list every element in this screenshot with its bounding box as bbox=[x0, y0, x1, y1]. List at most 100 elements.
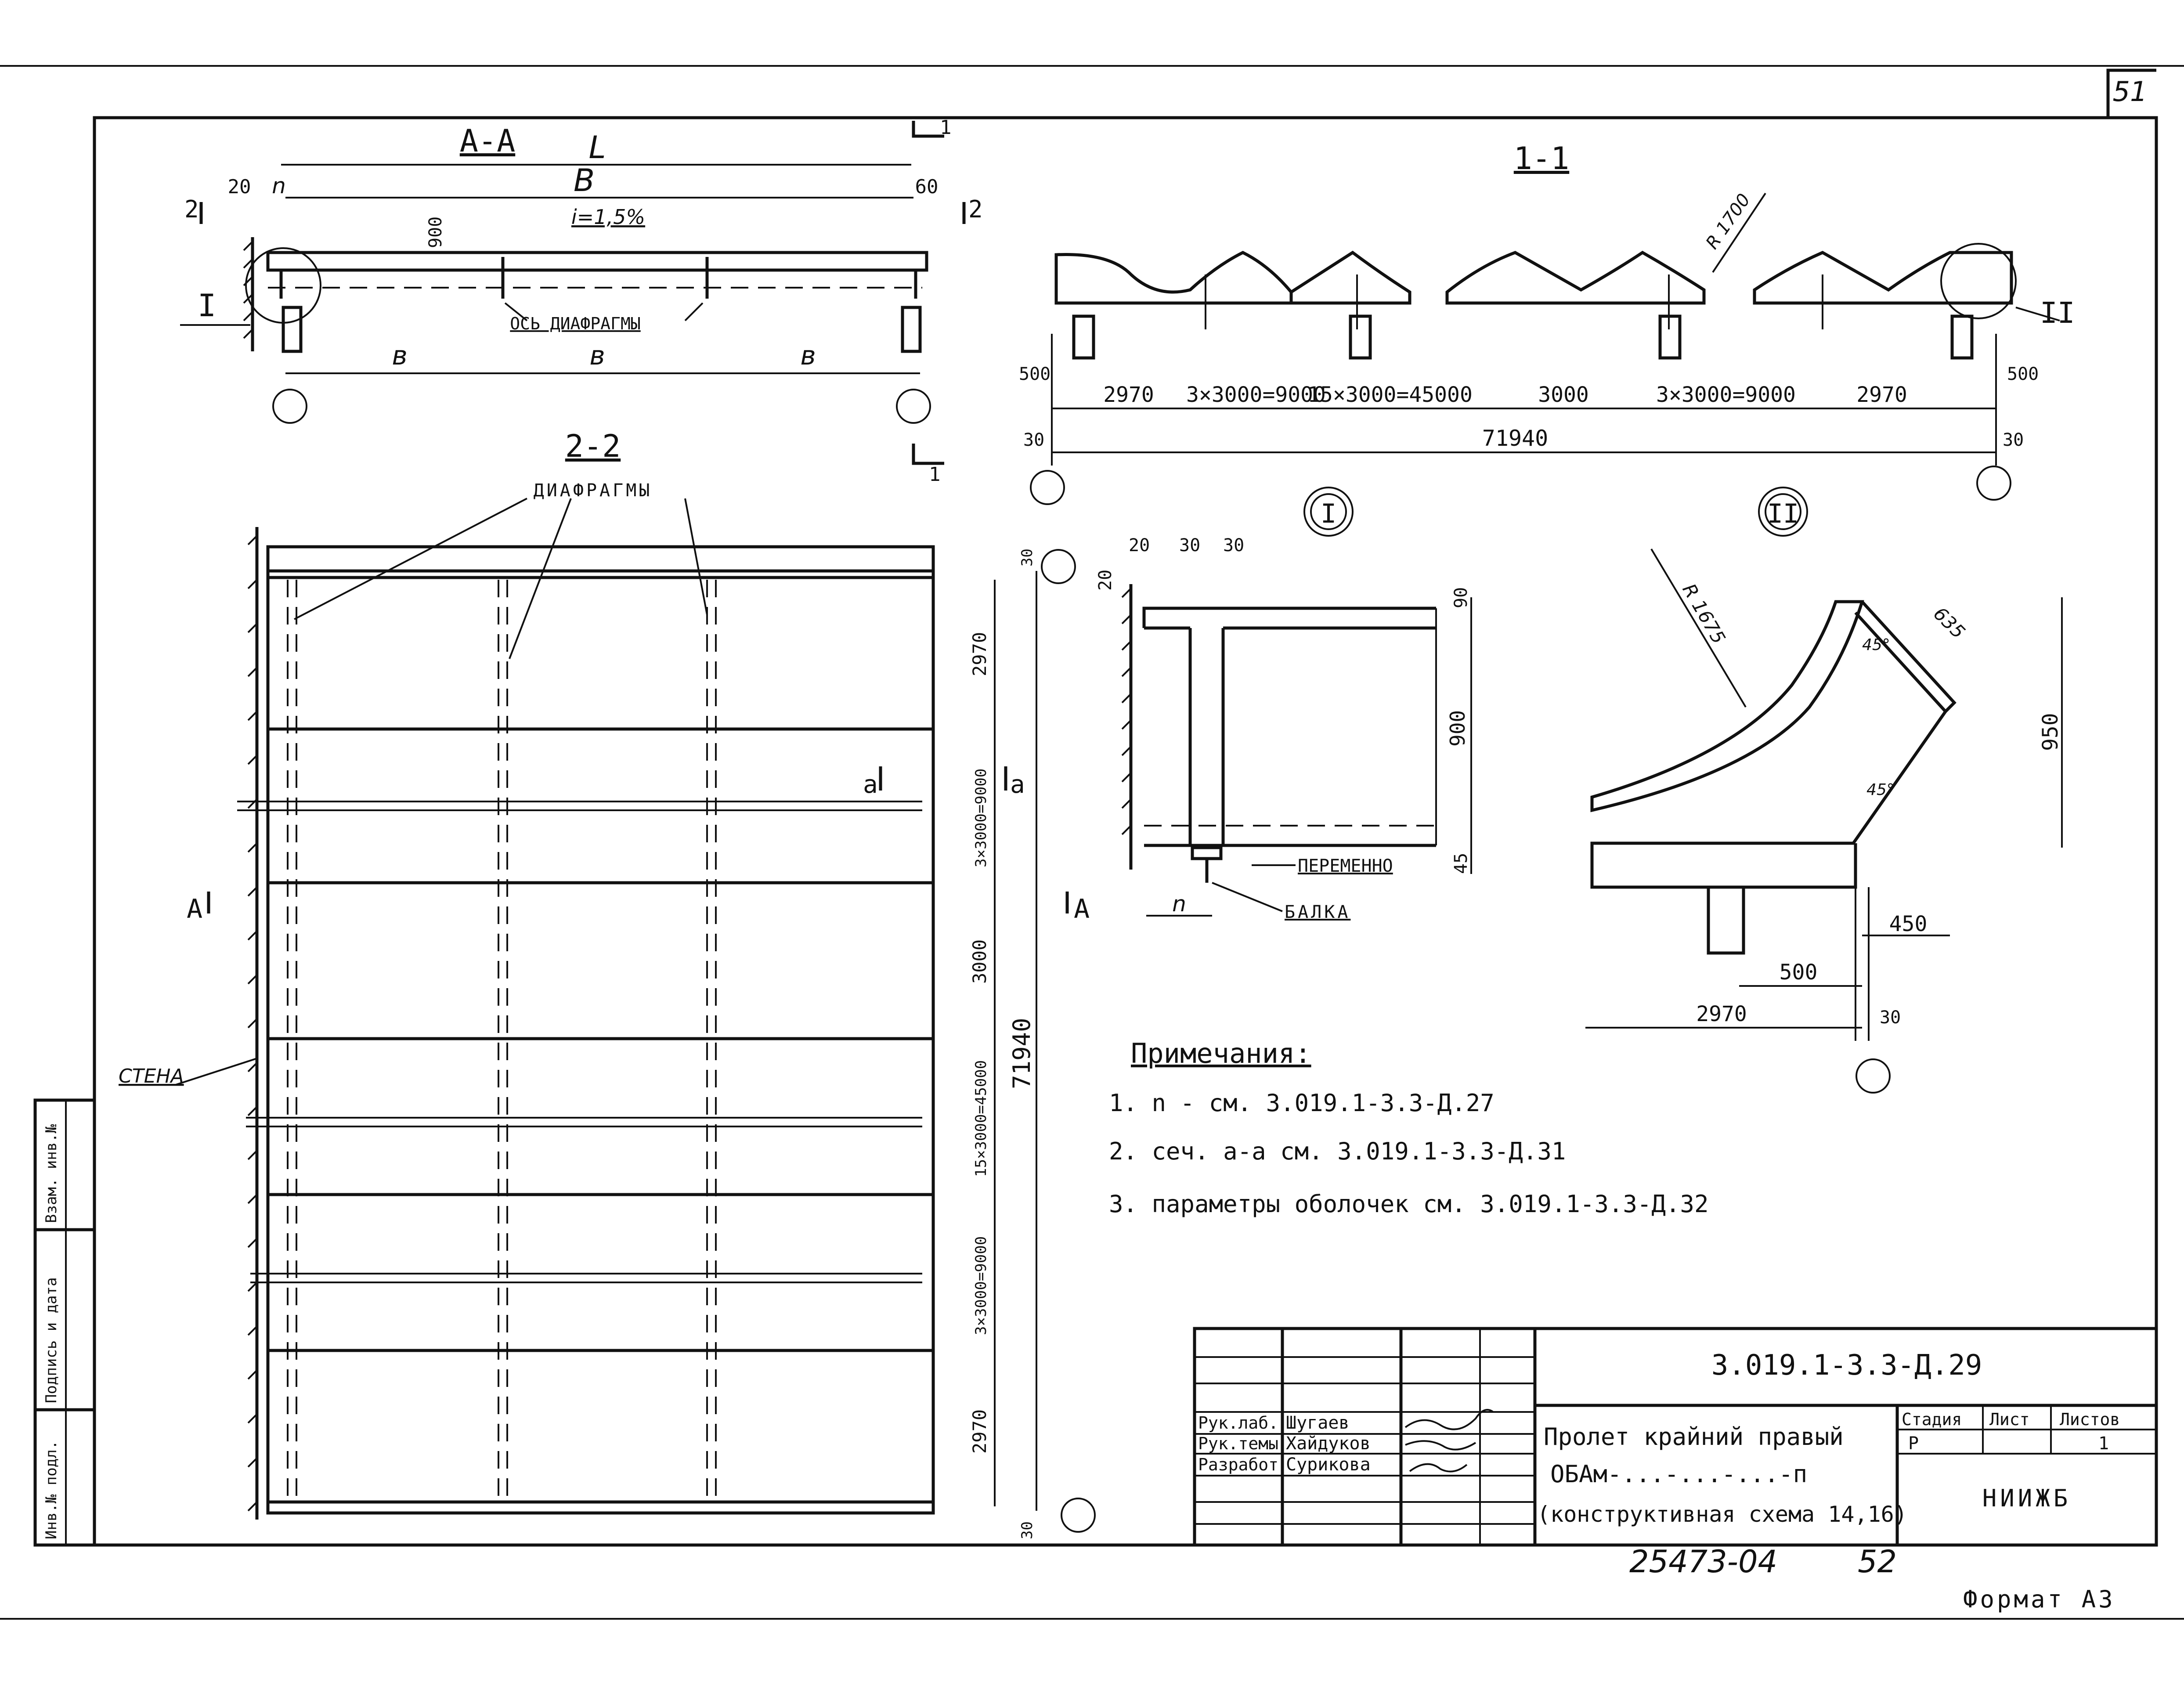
detail-I-dim-900: 900 bbox=[1446, 710, 1469, 747]
variable-label: ПЕРЕМЕННО bbox=[1298, 856, 1393, 876]
dim-n: n bbox=[272, 173, 286, 199]
format-label: Формат А3 bbox=[1963, 1585, 2115, 1613]
role-1: Рук.темы bbox=[1198, 1434, 1278, 1453]
detail-I: I 20 30 30 20 90 900 45 ПЕРЕМЕННО БАЛКА bbox=[1095, 487, 1472, 922]
marker-2-right: 2 bbox=[968, 195, 983, 223]
dim-11-3: 3000 bbox=[1538, 383, 1589, 407]
marker-I: I bbox=[198, 288, 216, 324]
archive-number: 25473-04 bbox=[1629, 1544, 1777, 1580]
name-2: Сурикова bbox=[1286, 1455, 1371, 1475]
drawing-frame bbox=[93, 116, 2158, 1547]
dim-b-2: в bbox=[589, 340, 605, 371]
dim-11-total: 71940 bbox=[1482, 426, 1549, 451]
detail-II-dim-635: 635 bbox=[1929, 603, 1969, 643]
detail-II-dim-30: 30 bbox=[1880, 1007, 1901, 1028]
signature-2 bbox=[1409, 1463, 1468, 1473]
note-2: 2. сеч. а-а см. 3.019.1-3.3-Д.31 bbox=[1109, 1137, 1566, 1165]
slope-label: i=1,5% bbox=[571, 205, 645, 229]
marker-2-left: 2 bbox=[184, 195, 199, 223]
note-3: 3. параметры оболочек см. 3.019.1-3.3-Д.… bbox=[1109, 1190, 1708, 1218]
section-22-title: 2-2 bbox=[565, 428, 621, 464]
dim-b-1: в bbox=[392, 340, 407, 371]
role-2: Разработ bbox=[1198, 1455, 1278, 1474]
page-number: 51 bbox=[2113, 76, 2148, 108]
detail-I-title: I bbox=[1321, 498, 1336, 529]
angle-45-top: 45° bbox=[1862, 636, 1890, 654]
detail-II-dim-2970: 2970 bbox=[1696, 1002, 1747, 1026]
section-22: 2-2 ДИАФРАГМЫ СТЕНА bbox=[119, 428, 1096, 1539]
dim-11-2: 15×3000=45000 bbox=[1307, 383, 1473, 407]
title-line-3: (конструктивная схема 14,16) bbox=[1537, 1502, 1907, 1527]
doc-code: 3.019.1-3.3-Д.29 bbox=[1711, 1349, 1982, 1382]
detail-I-dim-20: 20 bbox=[1129, 535, 1150, 556]
detail-I-dim-45: 45 bbox=[1451, 853, 1471, 874]
diaphragms-label: ДИАФРАГМЫ bbox=[534, 480, 653, 501]
dim-11-0: 2970 bbox=[1103, 383, 1154, 407]
marker-a-left: а bbox=[863, 770, 878, 799]
organization: НИИЖБ bbox=[1982, 1484, 2072, 1512]
marker-1-bottom: 1 bbox=[929, 463, 941, 486]
role-0: Рук.лаб. bbox=[1198, 1413, 1278, 1433]
dim-22-3: 15×3000=45000 bbox=[972, 1060, 990, 1177]
stage-value: Р bbox=[1908, 1433, 1919, 1454]
detail-I-dim-90: 90 bbox=[1451, 587, 1471, 608]
dim-11-30-right: 30 bbox=[2003, 430, 2024, 450]
dim-60: 60 bbox=[915, 176, 939, 198]
dim-20: 20 bbox=[228, 176, 251, 198]
name-0: Шугаев bbox=[1286, 1413, 1350, 1433]
sheets-header: Листов bbox=[2060, 1410, 2120, 1429]
dim-22-total: 71940 bbox=[1008, 1018, 1036, 1089]
note-1: 1. n - см. 3.019.1-3.3-Д.27 bbox=[1109, 1089, 1495, 1117]
dim-11-500-left: 500 bbox=[1019, 364, 1050, 384]
dim-11-1: 3×3000=9000 bbox=[1186, 383, 1326, 407]
signature-1 bbox=[1405, 1440, 1476, 1451]
dim-900: 900 bbox=[426, 217, 446, 248]
detail-I-dim-30-a: 30 bbox=[1179, 535, 1200, 556]
angle-45-bottom: 45° bbox=[1866, 781, 1895, 799]
detail-II-dim-950: 950 bbox=[2038, 713, 2063, 751]
detail-I-dim-20-v: 20 bbox=[1095, 570, 1115, 591]
dim-22-2: 3000 bbox=[969, 939, 990, 984]
axis-label: ОСЬ ДИАФРАГМЫ bbox=[510, 314, 640, 333]
dim-11-5: 2970 bbox=[1856, 383, 1907, 407]
marker-II: II bbox=[2040, 296, 2075, 330]
section-aa-title: А-А bbox=[460, 123, 515, 159]
dim-b-3: в bbox=[800, 340, 816, 371]
marker-1-top: 1 bbox=[940, 116, 952, 139]
marker-a-right: а bbox=[1010, 770, 1025, 799]
side-vzam-inv: Взам. инв.№ bbox=[43, 1124, 60, 1223]
title-line-2: ОБАм-...-...-...-п bbox=[1550, 1460, 1807, 1488]
detail-I-dim-30-b: 30 bbox=[1223, 535, 1244, 556]
dim-11-4: 3×3000=9000 bbox=[1656, 383, 1796, 407]
wall-label: СТЕНА bbox=[119, 1065, 184, 1087]
title-block: 3.019.1-3.3-Д.29 Рук.лаб. Шугаев Рук.тем… bbox=[1193, 1327, 2158, 1547]
marker-A-right: А bbox=[1074, 894, 1090, 924]
side-inv-podl: Инв.№ подл. bbox=[43, 1441, 60, 1539]
signature-0 bbox=[1404, 1409, 1494, 1430]
detail-II: II R 1675 635 950 45° 45° 450 500 2970 3… bbox=[1585, 487, 2063, 1094]
dim-L: L bbox=[589, 130, 606, 166]
notes-title: Примечания: bbox=[1131, 1037, 1311, 1069]
section-11-title: 1-1 bbox=[1514, 141, 1569, 177]
dim-22-30-top: 30 bbox=[1018, 549, 1036, 567]
section-aa: А-А L B 20 n 60 i=1,5% 900 2 2 bbox=[180, 116, 983, 486]
title-line-1: Пролет крайний правый bbox=[1544, 1423, 1844, 1451]
dim-22-4: 3×3000=9000 bbox=[972, 1236, 990, 1335]
notes: Примечания: 1. n - см. 3.019.1-3.3-Д.27 … bbox=[1109, 1037, 1708, 1218]
dim-22-0: 2970 bbox=[969, 632, 990, 676]
dim-22-1: 3×3000=9000 bbox=[972, 769, 990, 867]
side-stamp: Инв.№ подл. Подпись и дата Взам. инв.№ bbox=[33, 1098, 96, 1547]
side-signature-date: Подпись и дата bbox=[43, 1277, 60, 1403]
sheets-value: 1 bbox=[2098, 1433, 2109, 1454]
archive-sheet: 52 bbox=[1858, 1544, 1897, 1580]
section-11: 1-1 R 1700 II 2970 3×3000=9000 15×3000=4… bbox=[1019, 141, 2075, 505]
detail-II-dim-450: 450 bbox=[1889, 912, 1928, 936]
dim-22-5: 2970 bbox=[969, 1409, 990, 1454]
detail-I-dim-n: n bbox=[1172, 891, 1186, 917]
dim-B: B bbox=[574, 162, 595, 199]
sheet-header: Лист bbox=[1989, 1410, 2030, 1429]
name-1: Хайдуков bbox=[1286, 1433, 1371, 1454]
dim-22-30-bottom: 30 bbox=[1018, 1521, 1036, 1539]
detail-II-dim-500: 500 bbox=[1780, 960, 1818, 985]
